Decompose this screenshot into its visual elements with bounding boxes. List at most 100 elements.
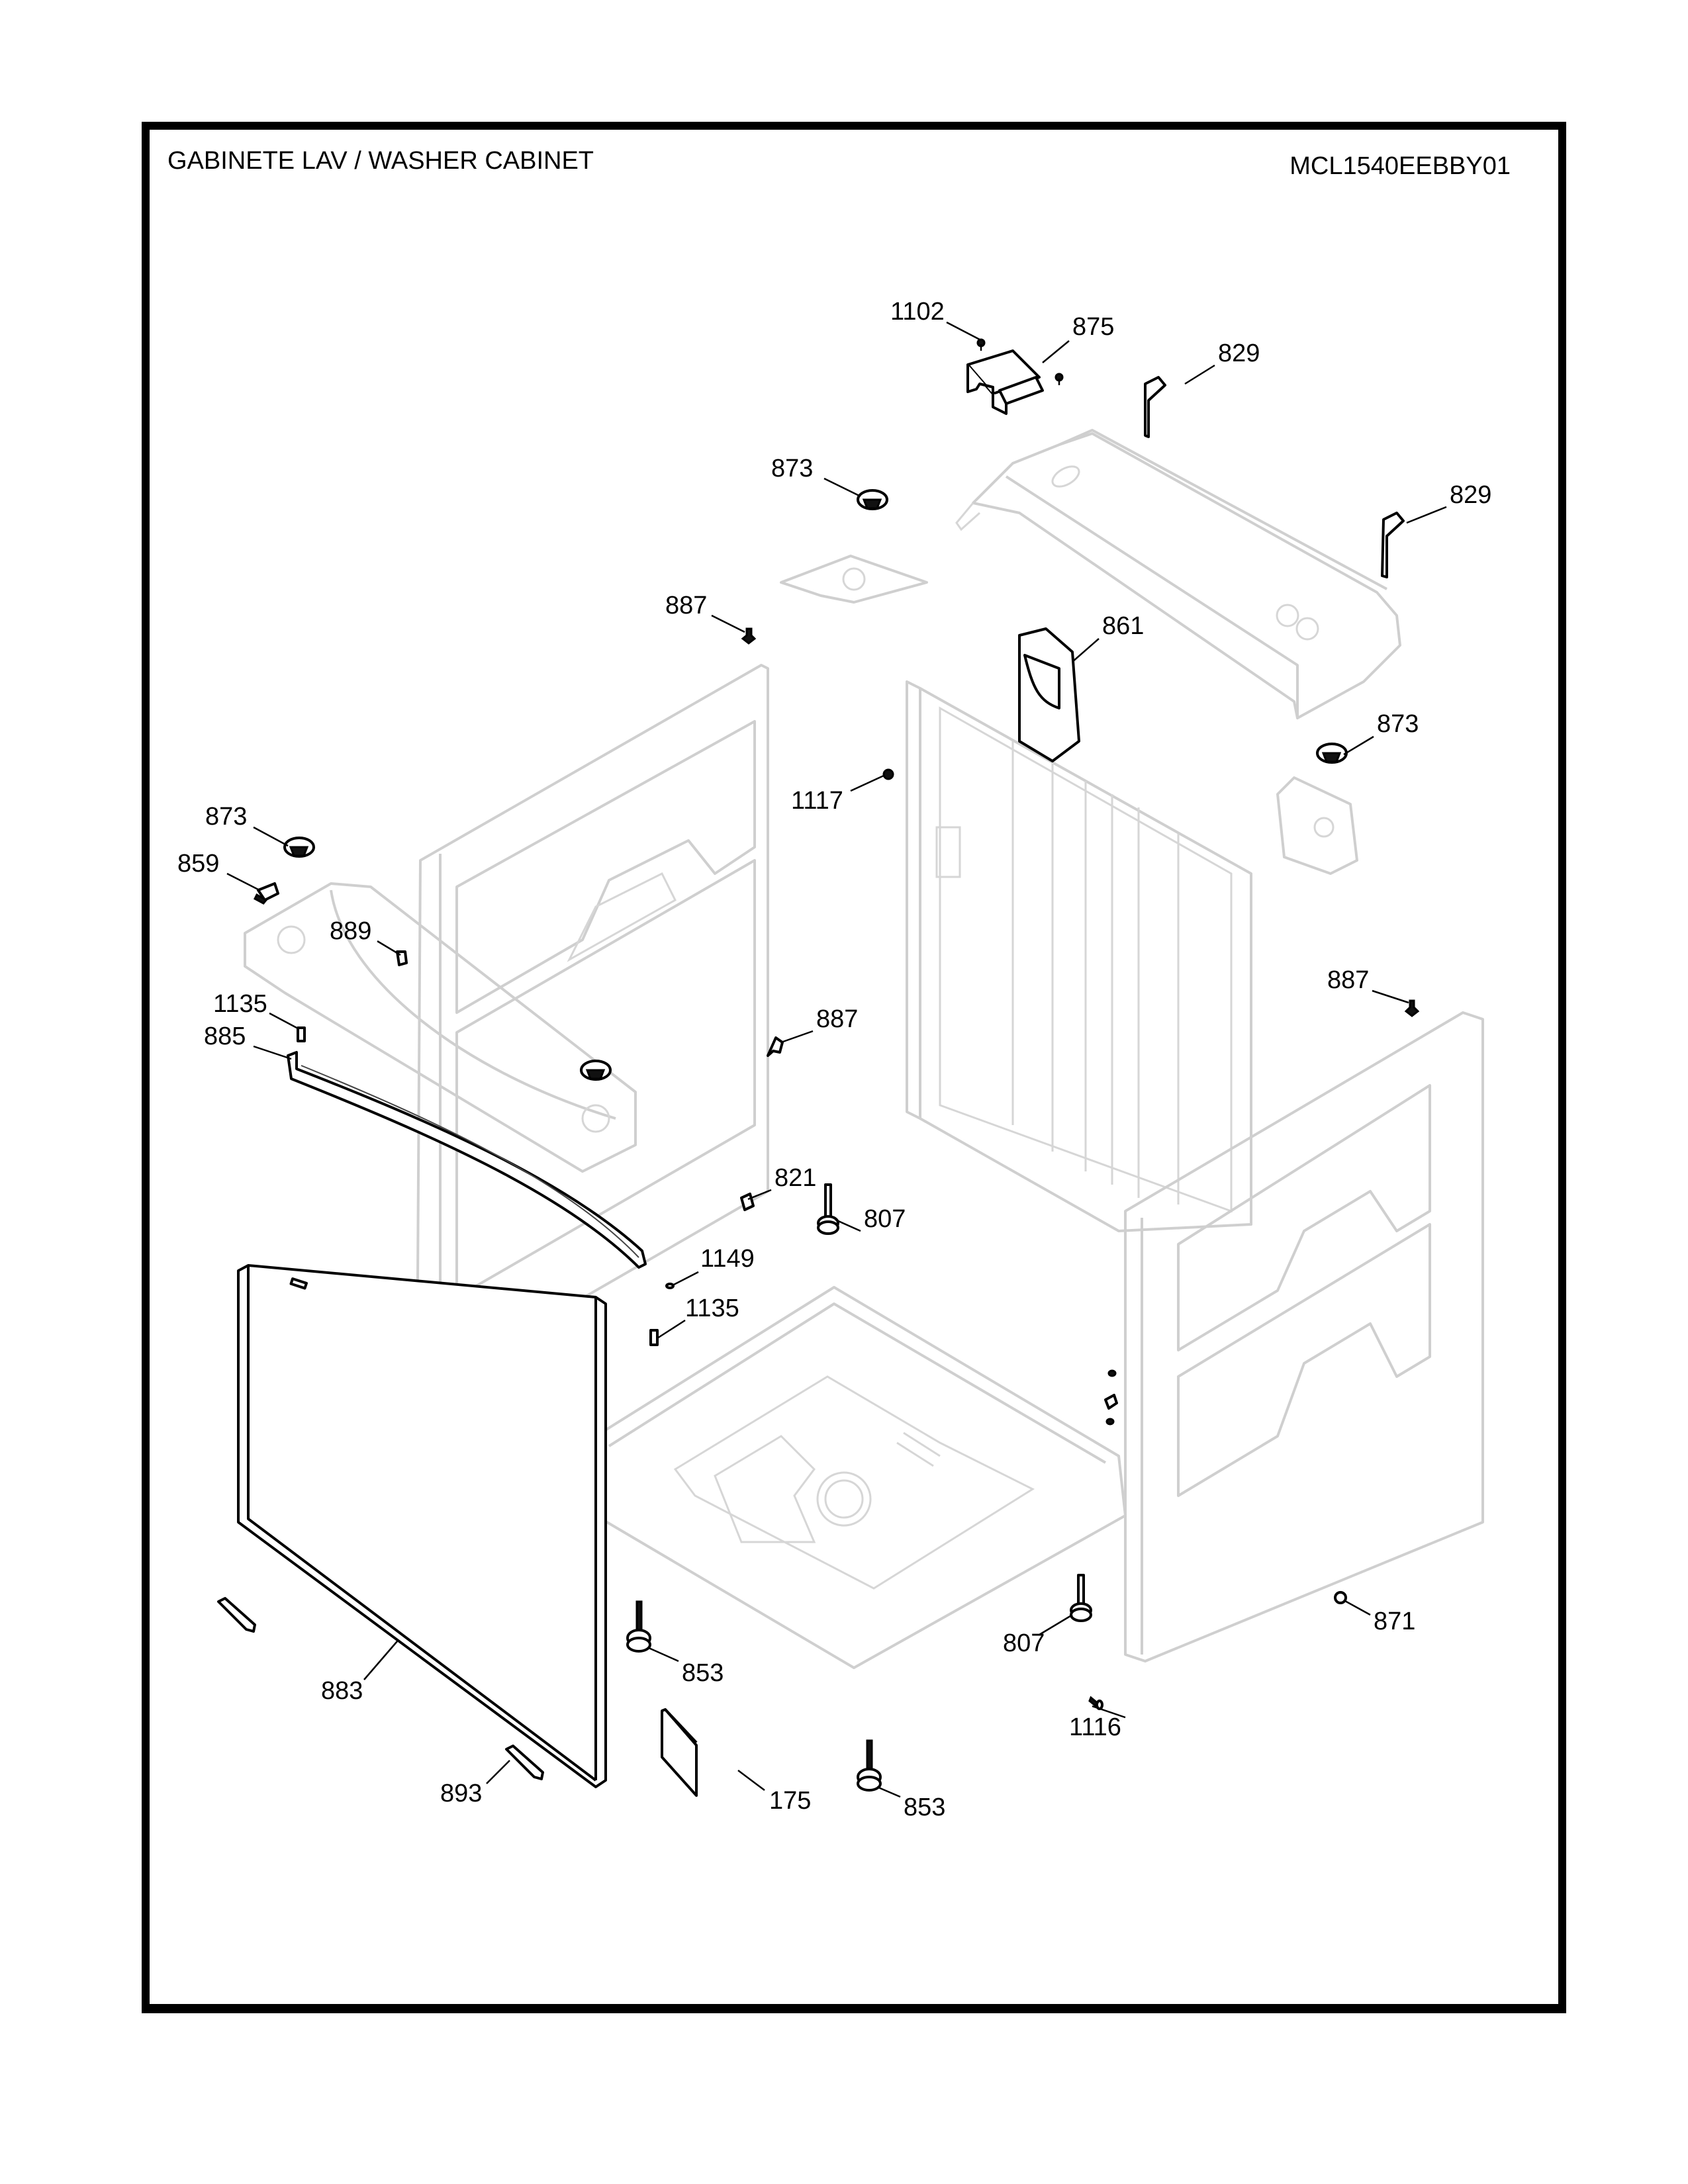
snubber-grommet-top-part bbox=[857, 489, 888, 510]
part-number-label[interactable]: 1117 bbox=[791, 787, 843, 815]
bracket-cover-part bbox=[966, 349, 1044, 415]
bumper-821-part bbox=[740, 1193, 755, 1211]
part-number-label[interactable]: 887 bbox=[816, 1005, 858, 1033]
callout-893[interactable]: 893 bbox=[440, 1760, 510, 1807]
leader-line bbox=[1406, 506, 1447, 524]
callout-875[interactable]: 875 bbox=[1042, 313, 1114, 363]
callout-1135[interactable]: 1135 bbox=[657, 1295, 739, 1340]
part-number-label[interactable]: 821 bbox=[774, 1164, 816, 1192]
part-number-label[interactable]: 871 bbox=[1374, 1608, 1415, 1635]
callout-1135[interactable]: 1135 bbox=[213, 990, 300, 1030]
part-number-label[interactable]: 885 bbox=[204, 1023, 246, 1050]
part-number-label[interactable]: 853 bbox=[682, 1659, 724, 1687]
leader-line bbox=[711, 614, 745, 633]
callout-887[interactable]: 887 bbox=[780, 1005, 858, 1044]
callout-829[interactable]: 829 bbox=[1184, 340, 1260, 385]
callout-887[interactable]: 887 bbox=[1327, 966, 1409, 1004]
callout-871[interactable]: 871 bbox=[1343, 1599, 1415, 1635]
leader-line bbox=[657, 1319, 686, 1340]
part-number-label[interactable]: 1135 bbox=[685, 1295, 739, 1322]
leader-line bbox=[737, 1770, 765, 1791]
part-number-label[interactable]: 887 bbox=[665, 592, 707, 619]
part-number-label[interactable]: 829 bbox=[1450, 481, 1491, 509]
leveling-leg-853-lower-part bbox=[857, 1739, 882, 1792]
callout-821[interactable]: 821 bbox=[747, 1164, 816, 1201]
callout-829[interactable]: 829 bbox=[1406, 481, 1491, 524]
callout-861[interactable]: 861 bbox=[1072, 612, 1144, 662]
leader-line bbox=[269, 1012, 300, 1030]
screw-887-mid-part bbox=[767, 1036, 784, 1057]
snubber-grommet-right-part bbox=[1316, 743, 1348, 764]
callout-1116[interactable]: 1116 bbox=[1069, 1705, 1126, 1741]
callout-807[interactable]: 807 bbox=[835, 1205, 906, 1233]
left-side-panel bbox=[416, 664, 769, 1391]
part-number-label[interactable]: 887 bbox=[1327, 966, 1369, 994]
leader-line bbox=[486, 1760, 510, 1784]
callout-175[interactable]: 175 bbox=[737, 1770, 811, 1815]
part-number-label[interactable]: 889 bbox=[330, 917, 371, 945]
leveling-leg-853-upper-part bbox=[626, 1600, 651, 1653]
callout-853[interactable]: 853 bbox=[648, 1647, 724, 1687]
screw-1149-part bbox=[665, 1283, 675, 1289]
part-number-label[interactable]: 829 bbox=[1218, 340, 1260, 367]
nut-871-part bbox=[1334, 1591, 1347, 1604]
right-side-panel bbox=[1124, 1011, 1484, 1662]
leader-line bbox=[835, 1218, 861, 1232]
part-number-label[interactable]: 853 bbox=[904, 1794, 945, 1821]
callout-1117[interactable]: 1117 bbox=[791, 774, 884, 815]
support-rail-885-part bbox=[287, 1051, 647, 1269]
callout-1149[interactable]: 1149 bbox=[672, 1245, 755, 1287]
part-number-label[interactable]: 873 bbox=[1377, 710, 1419, 738]
callout-1102[interactable]: 1102 bbox=[890, 298, 980, 341]
left-top-rail bbox=[244, 882, 637, 1173]
screw-1117-part bbox=[882, 768, 894, 780]
leader-line bbox=[1039, 1614, 1073, 1636]
base-pan bbox=[594, 1286, 1127, 1669]
leader-line bbox=[747, 1189, 772, 1201]
callout-853[interactable]: 853 bbox=[876, 1786, 945, 1821]
callout-layer: 1102 875 829 873 829 887 861 873 1117 873 859 889 88… bbox=[177, 298, 1491, 1821]
leader-line bbox=[253, 826, 289, 847]
part-number-label[interactable]: 1135 bbox=[213, 990, 267, 1018]
part-number-label[interactable]: 859 bbox=[177, 850, 219, 878]
top-corner-brace-right bbox=[1276, 776, 1358, 875]
leader-line bbox=[1343, 1599, 1371, 1616]
drawing-border bbox=[142, 122, 1566, 2013]
leader-line bbox=[1343, 735, 1374, 756]
callout-873[interactable]: 873 bbox=[771, 455, 861, 498]
part-number-label[interactable]: 861 bbox=[1102, 612, 1144, 640]
hinge-bracket-right-part bbox=[1381, 512, 1405, 578]
callout-887[interactable]: 887 bbox=[665, 592, 745, 633]
part-number-label[interactable]: 893 bbox=[440, 1780, 482, 1807]
leader-line bbox=[876, 1786, 901, 1798]
callout-885[interactable]: 885 bbox=[204, 1023, 292, 1060]
part-number-label[interactable]: 873 bbox=[205, 803, 247, 831]
callout-873[interactable]: 873 bbox=[205, 803, 289, 847]
part-number-label[interactable]: 873 bbox=[771, 455, 813, 482]
callout-859[interactable]: 859 bbox=[177, 850, 260, 891]
clip-1135-upper-part bbox=[297, 1026, 306, 1042]
screw-875-part bbox=[1055, 373, 1064, 385]
part-number-label[interactable]: 1102 bbox=[890, 298, 945, 326]
leader-line bbox=[1072, 638, 1100, 662]
part-number-label[interactable]: 875 bbox=[1072, 313, 1114, 341]
part-number-label[interactable]: 1116 bbox=[1069, 1713, 1121, 1741]
leader-line bbox=[226, 872, 260, 891]
side-screws-part bbox=[1104, 1369, 1118, 1426]
callout-807[interactable]: 807 bbox=[1003, 1614, 1073, 1657]
panel-clip-893-part bbox=[505, 1745, 544, 1780]
callout-873[interactable]: 873 bbox=[1343, 710, 1419, 756]
part-number-label[interactable]: 807 bbox=[1003, 1629, 1045, 1657]
callout-883[interactable]: 883 bbox=[321, 1641, 398, 1705]
part-number-label[interactable]: 883 bbox=[321, 1677, 363, 1705]
part-number-label[interactable]: 1149 bbox=[700, 1245, 755, 1273]
clip-1135-lower-part bbox=[649, 1329, 659, 1346]
leader-line bbox=[1372, 989, 1409, 1004]
callout-889[interactable]: 889 bbox=[330, 917, 401, 956]
part-number-label[interactable]: 175 bbox=[769, 1787, 811, 1815]
front-panel-883-part bbox=[237, 1264, 607, 1788]
snubber-grommet-left-part bbox=[283, 837, 315, 858]
part-number-label[interactable]: 807 bbox=[864, 1205, 906, 1233]
